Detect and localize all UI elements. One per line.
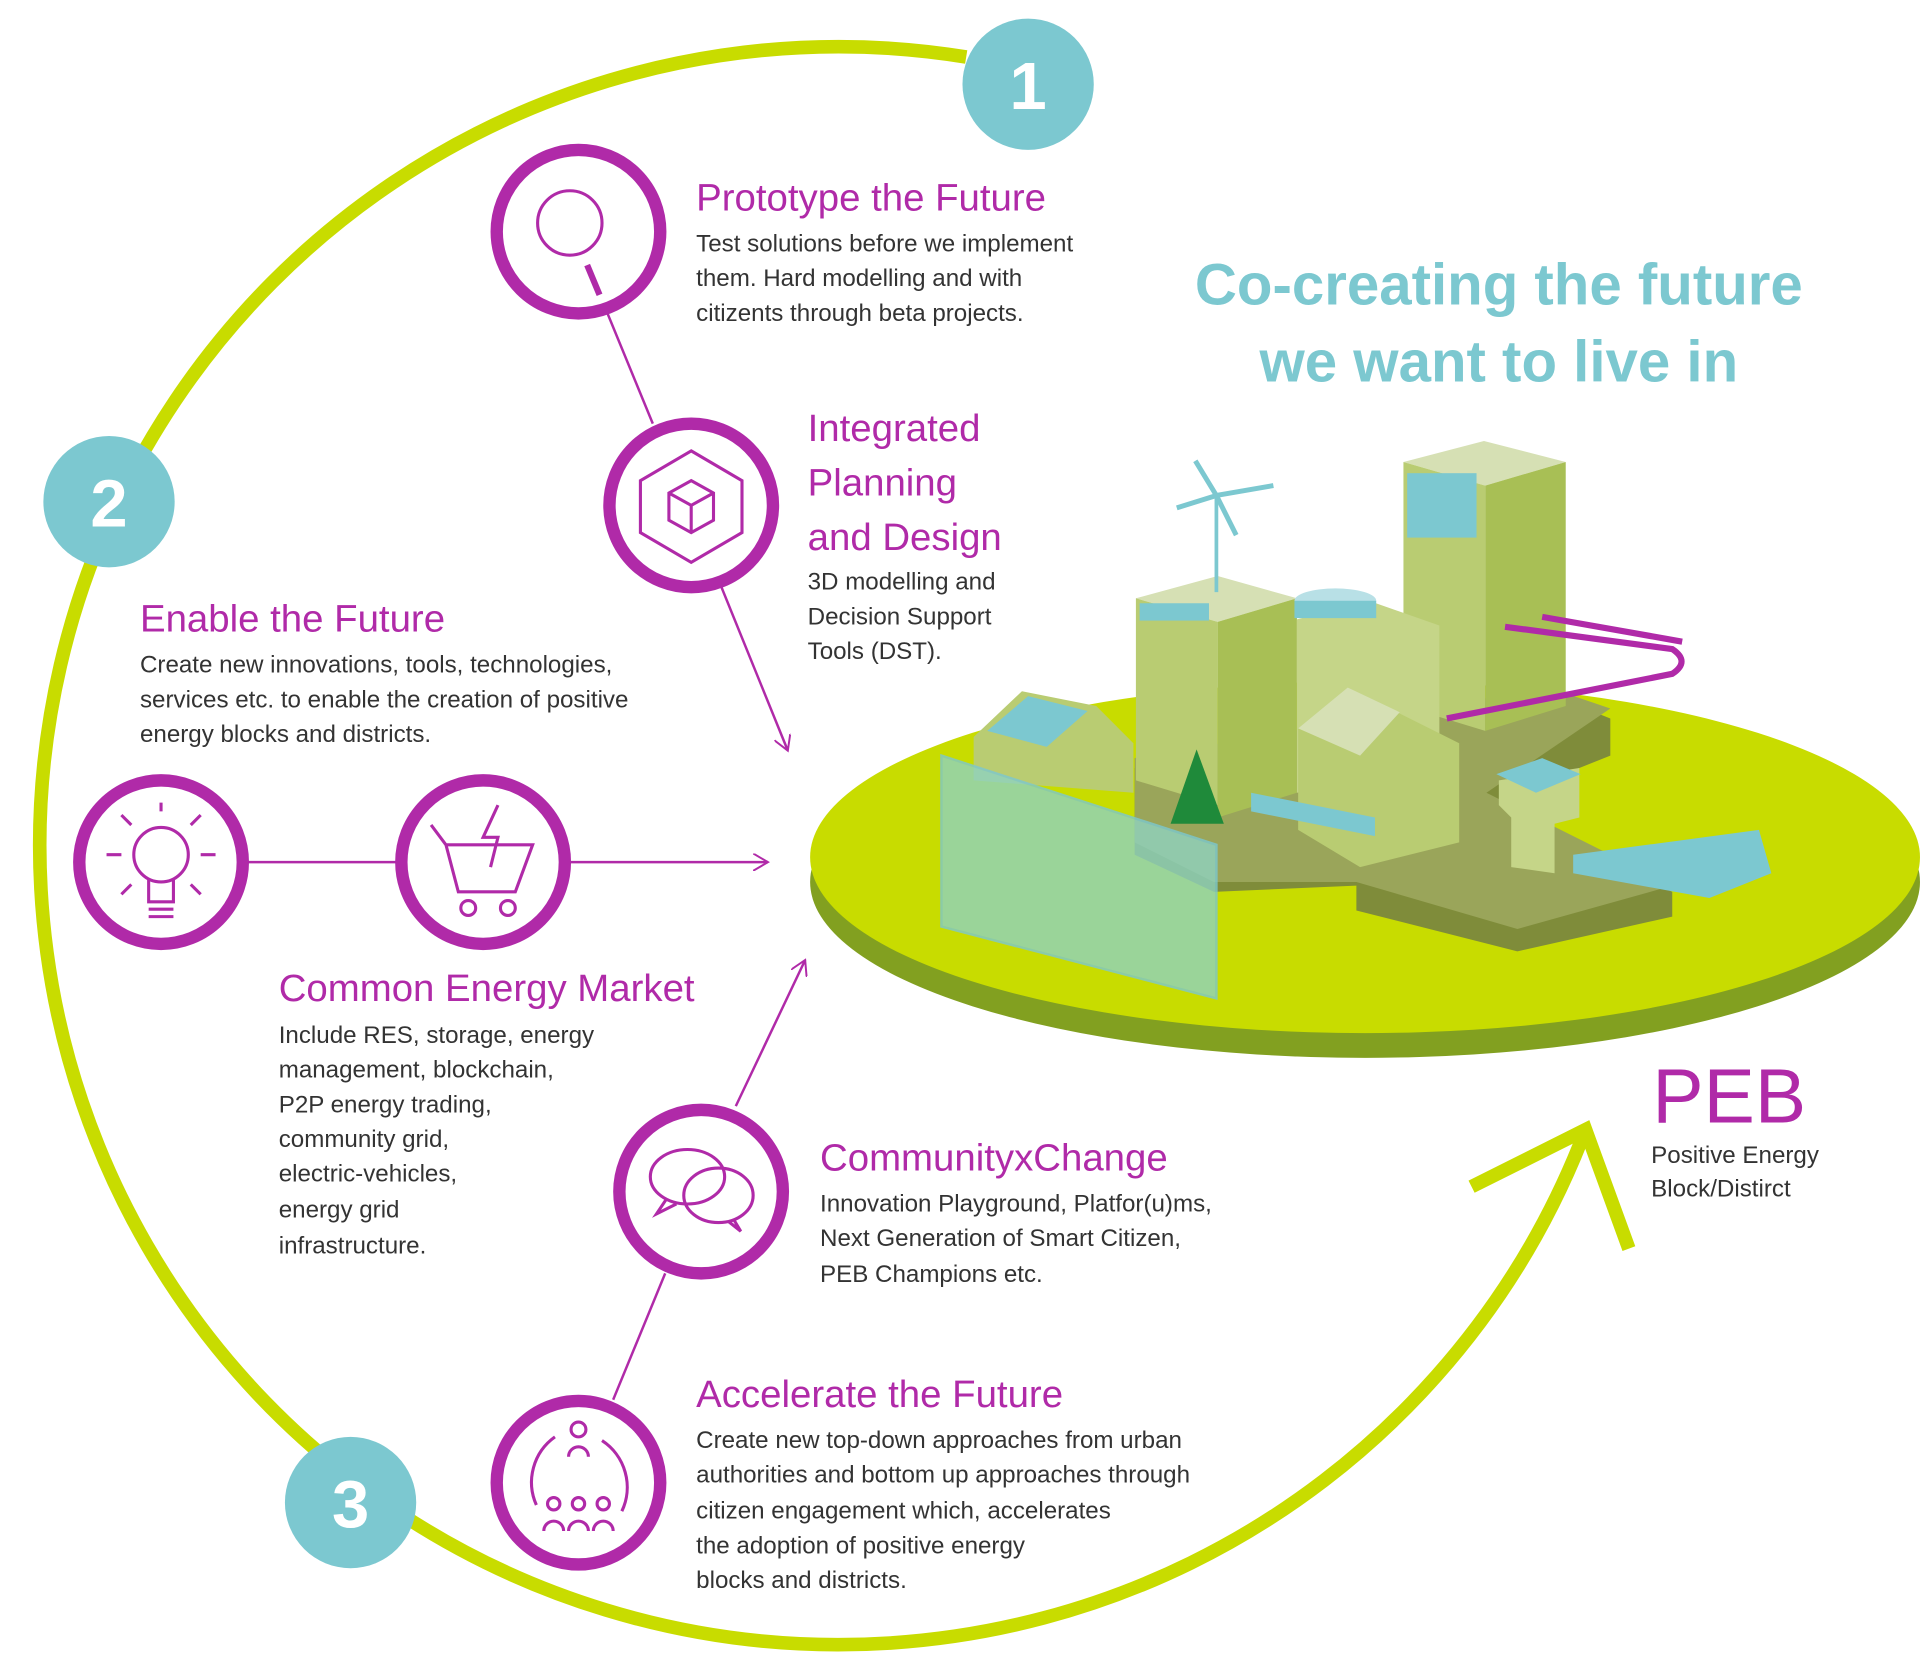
prototype-text: them. Hard modelling and with xyxy=(696,265,1022,292)
peb-subtitle: Positive Energy xyxy=(1651,1142,1820,1169)
prototype-circle xyxy=(490,143,667,320)
svg-text:the adoption of positive energ: the adoption of positive energy xyxy=(696,1532,1026,1559)
svg-text:P2P energy trading,: P2P energy trading, xyxy=(279,1091,492,1118)
headline-line-1: Co-creating the future xyxy=(1195,253,1803,318)
svg-text:Innovation Playground, Platfor: Innovation Playground, Platfor(u)ms, xyxy=(820,1190,1212,1217)
integrated-title: Planning xyxy=(808,461,957,504)
svg-text:1: 1 xyxy=(1010,49,1047,124)
peb-title: PEB xyxy=(1652,1053,1806,1139)
cube-icon xyxy=(638,449,744,565)
step-badge-1: 1 xyxy=(962,18,1094,150)
district-illustration xyxy=(810,440,1920,1058)
prototype-text: citizents through beta projects. xyxy=(696,300,1023,327)
integrated-text: Decision Support xyxy=(808,603,992,630)
step-badge-2: 2 xyxy=(43,436,175,568)
community-text: Innovation Playground, Platfor(u)ms, Nex… xyxy=(820,1190,1212,1288)
enable-text: services etc. to enable the creation of … xyxy=(140,686,628,713)
svg-text:Create new top-down approaches: Create new top-down approaches from urba… xyxy=(696,1427,1182,1454)
market-circle xyxy=(395,774,572,951)
svg-text:citizen engagement which, acce: citizen engagement which, accelerates xyxy=(696,1498,1111,1525)
enable-circle xyxy=(73,774,249,951)
svg-text:authorities and bottom up appr: authorities and bottom up approaches thr… xyxy=(696,1462,1190,1489)
peb-subtitle: Block/Distirct xyxy=(1651,1176,1791,1203)
accelerate-circle xyxy=(490,1394,667,1571)
svg-text:infrastructure.: infrastructure. xyxy=(279,1233,427,1260)
accelerate-title: Accelerate the Future xyxy=(696,1373,1063,1416)
integrated-text: 3D modelling and xyxy=(808,569,996,596)
enable-title: Enable the Future xyxy=(140,598,445,641)
svg-text:management, blockchain,: management, blockchain, xyxy=(279,1057,554,1084)
connectors xyxy=(245,311,805,1401)
accelerate-text: Create new top-down approaches from urba… xyxy=(696,1427,1190,1594)
cycle-arc xyxy=(33,40,1592,1652)
energy-cart-icon xyxy=(429,804,535,917)
svg-text:energy grid: energy grid xyxy=(279,1197,400,1224)
integrated-title: and Design xyxy=(808,516,1002,559)
svg-text:blocks and districts.: blocks and districts. xyxy=(696,1567,907,1594)
svg-text:Next Generation of Smart Citiz: Next Generation of Smart Citizen, xyxy=(820,1225,1181,1252)
enable-text: energy blocks and districts. xyxy=(140,721,431,748)
svg-text:Include RES, storage, energy: Include RES, storage, energy xyxy=(279,1022,595,1049)
chat-bubbles-icon xyxy=(648,1147,755,1233)
svg-text:3: 3 xyxy=(332,1467,369,1542)
magnifier-icon xyxy=(536,189,604,297)
cycle-arrowhead xyxy=(1468,1120,1636,1251)
prototype-text: Test solutions before we implement xyxy=(696,230,1073,257)
community-circle xyxy=(613,1103,790,1280)
headline-line-2: we want to live in xyxy=(1259,330,1739,395)
lightbulb-icon xyxy=(106,802,216,919)
prototype-title: Prototype the Future xyxy=(696,177,1046,220)
people-cycle-icon xyxy=(529,1420,629,1532)
step-badge-3: 3 xyxy=(284,1436,417,1569)
svg-text:electric-vehicles,: electric-vehicles, xyxy=(279,1161,457,1188)
market-text: Include RES, storage, energy management,… xyxy=(279,1022,595,1260)
svg-text:2: 2 xyxy=(90,466,127,541)
integrated-text: Tools (DST). xyxy=(808,638,942,665)
community-title: CommunityxChange xyxy=(820,1137,1168,1180)
integrated-title: Integrated xyxy=(808,407,981,450)
svg-text:community grid,: community grid, xyxy=(279,1126,449,1153)
market-title: Common Energy Market xyxy=(279,967,695,1010)
enable-text: Create new innovations, tools, technolog… xyxy=(140,652,612,679)
svg-text:PEB Champions etc.: PEB Champions etc. xyxy=(820,1261,1043,1288)
